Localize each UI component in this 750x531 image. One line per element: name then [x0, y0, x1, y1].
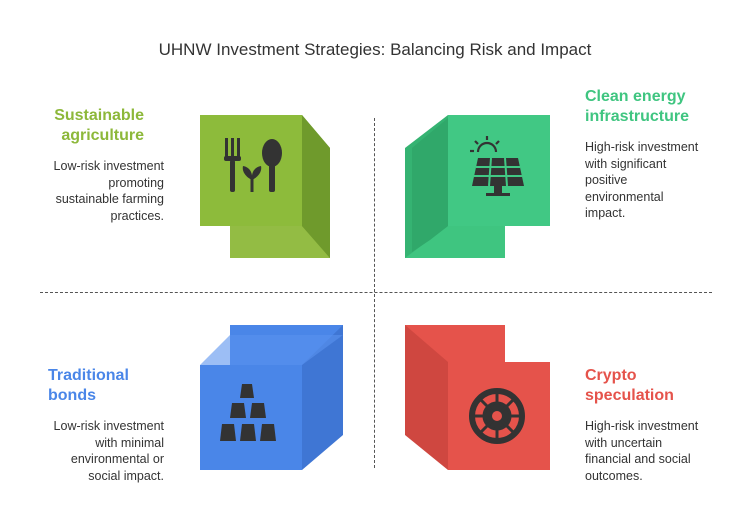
- heading-line: agriculture: [61, 127, 144, 144]
- description-line: outcomes.: [585, 468, 643, 483]
- heading-line: speculation: [585, 387, 674, 404]
- heading-line: Clean energy: [585, 88, 686, 105]
- heading-line: bonds: [48, 387, 96, 404]
- description-line: with significant: [585, 156, 667, 171]
- sustainable-agriculture-cube: [200, 115, 330, 258]
- horizontal-axis-divider: [40, 292, 712, 293]
- roulette-wheel-icon: [469, 388, 525, 444]
- description-line: Low-risk investment: [53, 159, 164, 173]
- diagram-title: UHNW Investment Strategies: Balancing Ri…: [158, 40, 592, 59]
- clean-energy-cube: [405, 115, 550, 258]
- description-line: with minimal: [95, 435, 164, 450]
- heading-line: Sustainable: [54, 107, 144, 124]
- heading-line: infrastructure: [585, 108, 690, 125]
- crypto-speculation-description: High-risk investment with uncertain fina…: [585, 418, 698, 484]
- heading-line: Crypto: [585, 367, 637, 384]
- clean-energy-description: High-risk investment with significant po…: [585, 139, 698, 222]
- traditional-bonds-cube: [200, 325, 343, 470]
- sustainable-agriculture-description: Low-risk investment promoting sustainabl…: [54, 158, 164, 224]
- vertical-axis-divider: [374, 118, 375, 468]
- description-line: Low-risk investment: [53, 419, 164, 433]
- traditional-bonds-heading: Traditional bonds: [48, 366, 129, 406]
- fork-leaf-spoon-icon: [224, 138, 282, 192]
- crypto-speculation-heading: Crypto speculation: [585, 366, 674, 406]
- description-line: with uncertain: [585, 435, 663, 450]
- description-line: sustainable farming: [55, 192, 164, 206]
- description-line: positive: [585, 173, 628, 187]
- description-line: promoting: [108, 175, 164, 190]
- heading-line: Traditional: [48, 367, 129, 384]
- sustainable-agriculture-heading: Sustainable agriculture: [54, 106, 144, 146]
- solar-panel-icon: [470, 136, 524, 196]
- description-line: social impact.: [88, 468, 164, 483]
- description-line: environmental or: [70, 452, 164, 466]
- description-line: impact.: [585, 206, 626, 220]
- description-line: practices.: [110, 208, 165, 223]
- description-line: financial and social: [585, 452, 691, 466]
- clean-energy-heading: Clean energy infrastructure: [585, 87, 689, 127]
- crypto-speculation-cube: [405, 325, 550, 470]
- description-line: High-risk investment: [585, 140, 699, 154]
- description-line: environmental: [585, 189, 664, 204]
- description-line: High-risk investment: [585, 419, 699, 433]
- traditional-bonds-description: Low-risk investment with minimal environ…: [54, 418, 164, 484]
- gold-bars-icon: [220, 384, 276, 441]
